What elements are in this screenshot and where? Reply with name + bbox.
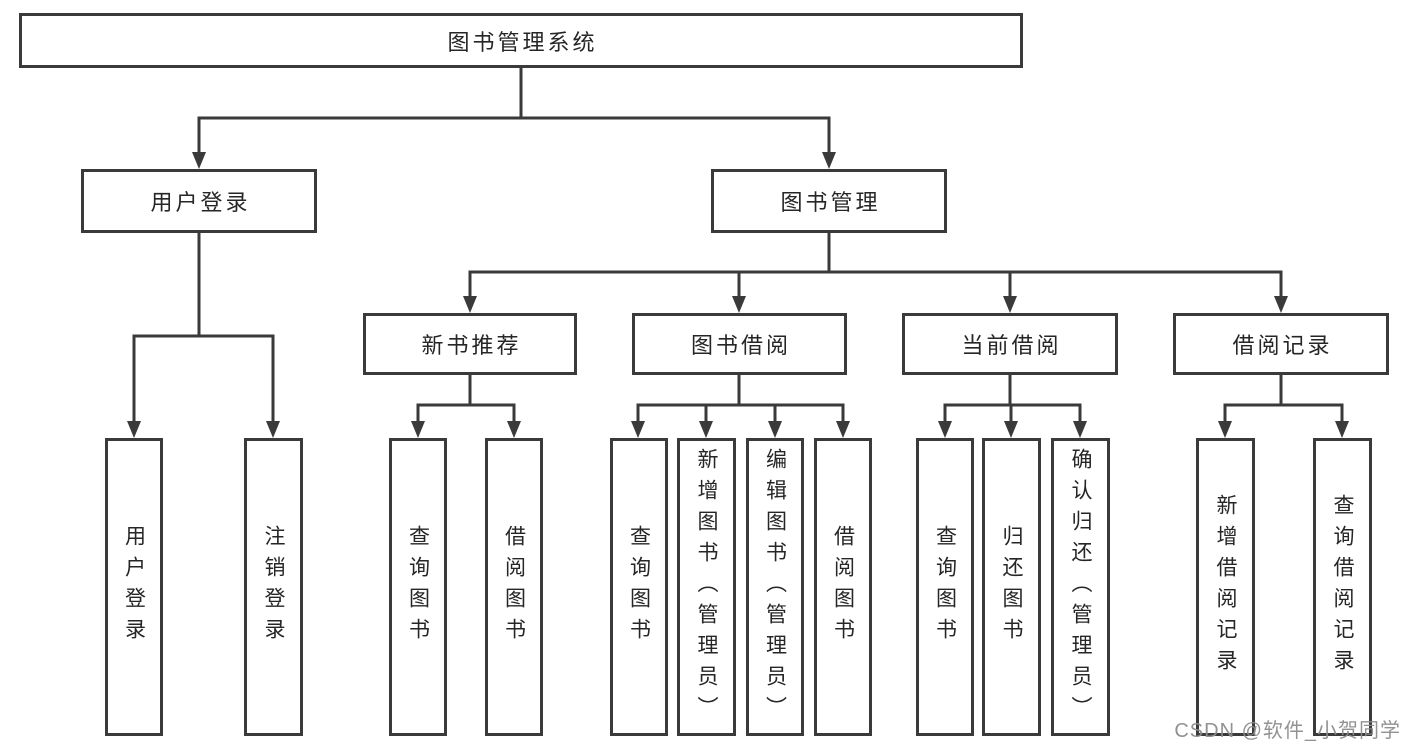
arrowhead-icon bbox=[266, 421, 280, 438]
arrowhead-icon bbox=[938, 421, 952, 438]
node-label: 查询借阅记录 bbox=[1331, 494, 1355, 680]
arrowhead-icon bbox=[127, 421, 141, 438]
node-label: 用户登录 bbox=[122, 525, 146, 649]
node-label: 新书推荐 bbox=[421, 333, 522, 358]
node-label: 图书借阅 bbox=[690, 333, 791, 358]
node-label: 新增图书（管理员） bbox=[695, 447, 719, 727]
node-new-book-recommendation: 新书推荐 bbox=[363, 313, 577, 375]
leaf-add-borrow-record: 新增借阅记录 bbox=[1196, 438, 1255, 736]
arrowhead-icon bbox=[768, 421, 782, 438]
node-book-management: 图书管理 bbox=[711, 169, 947, 233]
arrowhead-icon bbox=[411, 421, 425, 438]
node-label: 借阅记录 bbox=[1232, 333, 1333, 358]
node-label: 查询图书 bbox=[406, 525, 430, 649]
node-label: 新增借阅记录 bbox=[1214, 494, 1238, 680]
node-label: 查询图书 bbox=[627, 525, 651, 649]
leaf-return-books: 归还图书 bbox=[982, 438, 1041, 736]
arrowhead-icon bbox=[1335, 421, 1349, 438]
arrowhead-icon bbox=[1004, 421, 1018, 438]
edge-group bbox=[132, 66, 1344, 425]
leaf-add-books-admin: 新增图书（管理员） bbox=[677, 438, 736, 736]
arrowhead-icon bbox=[836, 421, 850, 438]
csdn-watermark: CSDN @软件_小贺同学 bbox=[1174, 720, 1401, 742]
arrowhead-icon bbox=[822, 152, 836, 169]
leaf-borrow-books-recommend: 借阅图书 bbox=[485, 438, 543, 736]
leaf-confirm-return-admin: 确认归还（管理员） bbox=[1051, 438, 1110, 736]
leaf-edit-books-admin: 编辑图书（管理员） bbox=[746, 438, 804, 736]
leaf-query-books-recommend: 查询图书 bbox=[389, 438, 447, 736]
leaf-query-books-borrow: 查询图书 bbox=[610, 438, 668, 736]
node-library-management-system: 图书管理系统 bbox=[19, 13, 1023, 68]
node-user-login: 用户登录 bbox=[81, 169, 317, 233]
arrowhead-icon bbox=[1003, 296, 1017, 313]
node-current-borrowing: 当前借阅 bbox=[902, 313, 1118, 375]
arrowhead-icon bbox=[1218, 421, 1232, 438]
arrowhead-icon bbox=[1274, 296, 1288, 313]
node-label: 借阅图书 bbox=[831, 525, 855, 649]
leaf-logout: 注销登录 bbox=[244, 438, 303, 736]
arrowhead-icon bbox=[507, 421, 521, 438]
node-label: 归还图书 bbox=[1000, 525, 1024, 649]
node-label: 用户登录 bbox=[150, 190, 251, 215]
leaf-borrow-books: 借阅图书 bbox=[814, 438, 872, 736]
leaf-query-books-current: 查询图书 bbox=[916, 438, 974, 736]
leaf-query-borrow-record: 查询借阅记录 bbox=[1313, 438, 1372, 736]
arrowhead-icon bbox=[192, 152, 206, 169]
arrowhead-group bbox=[127, 152, 1349, 438]
node-label: 当前借阅 bbox=[961, 333, 1062, 358]
arrowhead-icon bbox=[699, 421, 713, 438]
node-label: 编辑图书（管理员） bbox=[763, 447, 787, 727]
arrowhead-icon bbox=[1073, 421, 1087, 438]
node-label: 图书管理 bbox=[780, 190, 881, 215]
node-label: 查询图书 bbox=[933, 525, 957, 649]
leaf-user-login: 用户登录 bbox=[105, 438, 163, 736]
node-label: 注销登录 bbox=[262, 525, 286, 649]
arrowhead-icon bbox=[631, 421, 645, 438]
node-label: 图书管理系统 bbox=[447, 29, 598, 55]
arrowhead-icon bbox=[732, 296, 746, 313]
node-label: 借阅图书 bbox=[502, 525, 526, 649]
node-book-borrowing: 图书借阅 bbox=[632, 313, 847, 375]
node-label: 确认归还（管理员） bbox=[1069, 447, 1093, 727]
node-borrowing-records: 借阅记录 bbox=[1173, 313, 1389, 375]
arrowhead-icon bbox=[463, 296, 477, 313]
